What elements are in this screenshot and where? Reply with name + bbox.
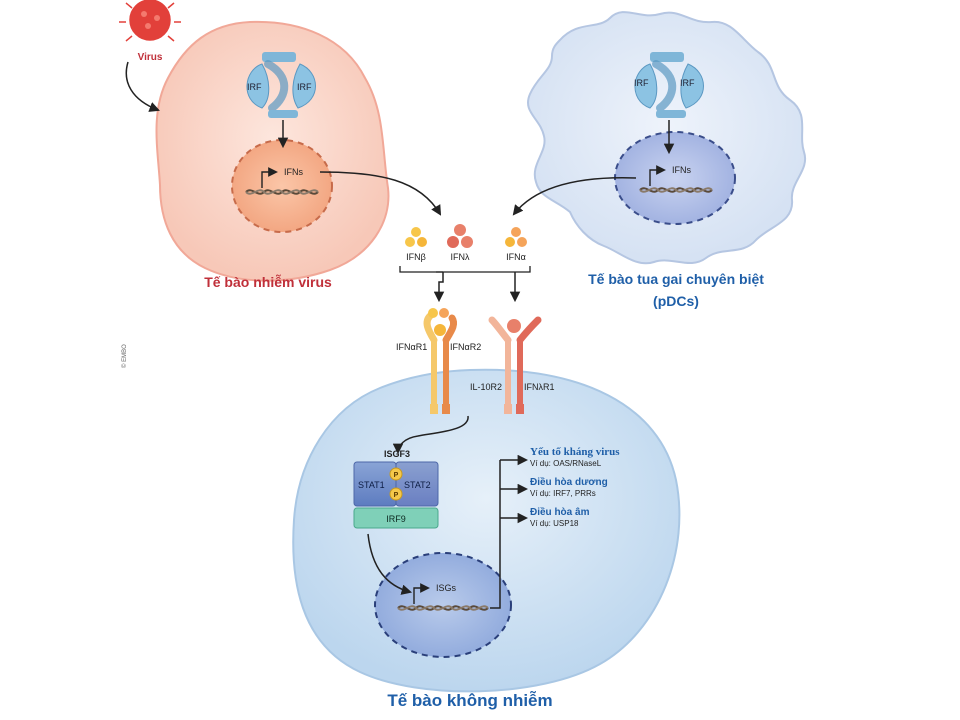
- dna-infected: [245, 167, 319, 195]
- pdc-caption-line2: (pDCs): [653, 293, 699, 309]
- output-title-positive: Điều hòa dương: [530, 476, 608, 488]
- dna-pdc: [639, 165, 713, 193]
- il10r2-label: IL-10R2: [470, 382, 502, 392]
- output-example-antiviral: Ví dụ: OAS/RNaseL: [530, 459, 602, 468]
- ifn-lambda-label: IFNλ: [451, 252, 470, 262]
- copyright-embo: © EMBO: [121, 344, 128, 368]
- stat2-block: [395, 461, 439, 507]
- lambda-receptor: [488, 316, 542, 414]
- ifn-alpha-molecule: [505, 227, 527, 247]
- phospho-top: [389, 467, 403, 481]
- virus-label: Virus: [138, 52, 163, 63]
- ifns-gene-label-pdc: IFNs: [672, 165, 691, 175]
- ifnlr1-label: IFNλR1: [524, 382, 555, 392]
- uninfected-cell: [292, 368, 681, 693]
- ifn-bracket: [399, 266, 531, 273]
- infected-nucleus: [231, 139, 333, 233]
- ifn-lambda-molecule: [447, 224, 473, 248]
- output-example-negative: Ví dụ: USP18: [530, 519, 579, 528]
- infected-cell: IRF IRF IFNs Tế bào nhiễm virus: [155, 20, 390, 290]
- pdc-secretion-arrow: [512, 177, 637, 216]
- stat2-label: STAT2: [404, 480, 431, 490]
- irf9-block: [353, 507, 439, 529]
- pdc-cell: IRF IRF IFNs: [527, 11, 807, 265]
- pdc-irf-right-label: IRF: [680, 78, 695, 88]
- isgf3-label: ISGF3: [384, 449, 410, 459]
- stat1-label: STAT1: [358, 480, 385, 490]
- irf9-label: IRF9: [386, 514, 406, 524]
- signal-arrow: [392, 415, 469, 455]
- phospho-label-bottom: P: [394, 492, 399, 499]
- irf-right-label: IRF: [297, 82, 312, 92]
- ifn-beta-molecule: [405, 227, 427, 247]
- output-trunk: [490, 460, 501, 609]
- uninfected-nucleus: [374, 552, 512, 658]
- pdc-caption-line1: Tế bào tua gai chuyên biệt: [588, 271, 764, 287]
- ifns-gene-label-infected: IFNs: [284, 167, 303, 177]
- nuclear-entry-arrow: [367, 533, 413, 595]
- output-example-positive: Ví dụ: IRF7, PRRs: [530, 489, 596, 498]
- irf-left-label: IRF: [247, 82, 262, 92]
- ifn-beta-label: IFNβ: [406, 252, 426, 262]
- dna-isg: [397, 583, 489, 611]
- ifnar-receptor: [423, 308, 458, 414]
- isgs-gene-label: ISGs: [436, 583, 457, 593]
- irf-dimer-pdc: [634, 52, 704, 118]
- ifnar1-label: IFNαR1: [396, 342, 427, 352]
- ifn-alpha-label: IFNα: [506, 252, 526, 262]
- output-title-antiviral: Yếu tố kháng virus: [530, 446, 620, 458]
- ifnar2-label: IFNαR2: [450, 342, 481, 352]
- virus-entry-arrow: [125, 61, 160, 112]
- phospho-bottom: [389, 487, 403, 501]
- pdc-irf-left-label: IRF: [634, 78, 649, 88]
- phospho-label-top: P: [394, 472, 399, 479]
- virus-particle: [119, 0, 181, 42]
- irf-dimer-infected: [246, 52, 316, 118]
- infected-secretion-arrow: [319, 171, 442, 216]
- isgf3-complex: [353, 461, 439, 529]
- uninfected-cell-caption: Tế bào không nhiễm: [387, 691, 552, 710]
- output-title-negative: Điều hòa âm: [530, 506, 590, 518]
- infected-cell-caption: Tế bào nhiễm virus: [204, 274, 332, 290]
